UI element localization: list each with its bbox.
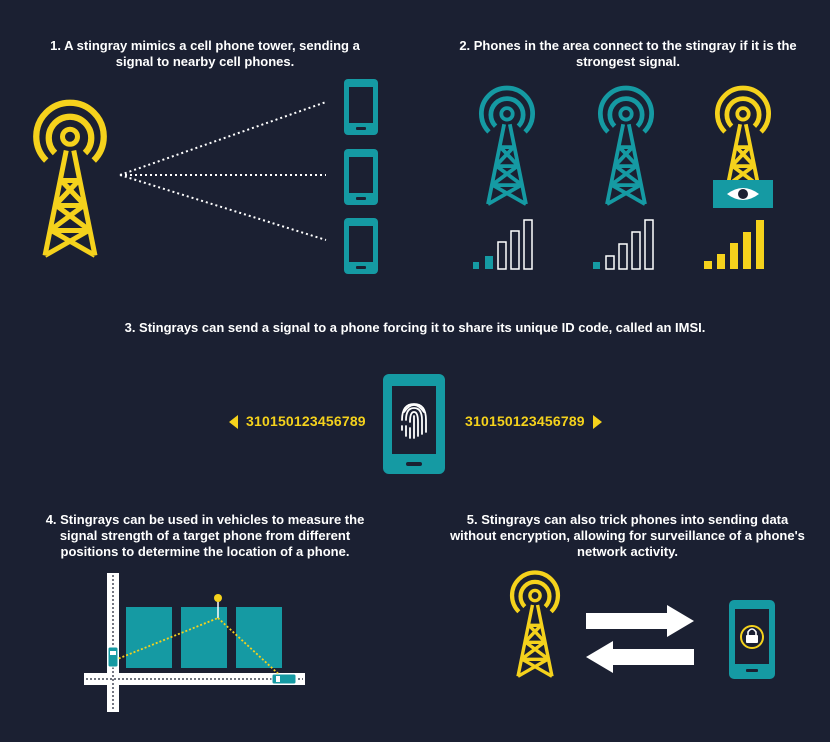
building-3 [236, 607, 282, 668]
car-icon-2 [271, 673, 297, 685]
signal-bars-icon-2 [593, 219, 654, 270]
triangulation-lines [114, 617, 286, 681]
arrow-left-icon-white [586, 641, 694, 673]
imsi-code-right: 310150123456789 [465, 413, 585, 429]
building-1 [126, 607, 172, 668]
tower-icon-teal-2 [600, 88, 651, 204]
step3-caption: 3. Stingrays can send a signal to a phon… [124, 320, 706, 335]
street-map [84, 573, 305, 712]
step1-caption: 1. A stingray mimics a cell phone tower,… [50, 38, 360, 69]
step5-caption: 5. Stingrays can also trick phones into … [450, 512, 805, 559]
step4-caption: 4. Stingrays can be used in vehicles to … [45, 512, 365, 559]
building-2 [181, 607, 227, 668]
fingerprint-icon [401, 403, 427, 439]
arrow-right-icon [593, 415, 602, 429]
eye-icon [713, 180, 773, 208]
stingray-tower-icon [36, 103, 104, 256]
car-icon-1 [107, 646, 119, 668]
signal-bars-icon-3 [704, 220, 764, 269]
stingray-tower-icon-small [512, 572, 558, 676]
tower-icon-teal-1 [481, 88, 532, 204]
phone-icon-3 [344, 218, 378, 274]
map-pin-icon [214, 594, 222, 618]
phone-icon-2 [344, 149, 378, 205]
step2-caption: 2. Phones in the area connect to the sti… [459, 38, 797, 69]
lock-icon [740, 625, 764, 649]
arrow-left-icon [229, 415, 238, 429]
phone-icon-1 [344, 79, 378, 135]
imsi-code-left: 310150123456789 [246, 413, 366, 429]
arrow-right-icon-white [586, 605, 694, 637]
signal-lines [119, 101, 327, 241]
signal-bars-icon-1 [473, 219, 533, 270]
